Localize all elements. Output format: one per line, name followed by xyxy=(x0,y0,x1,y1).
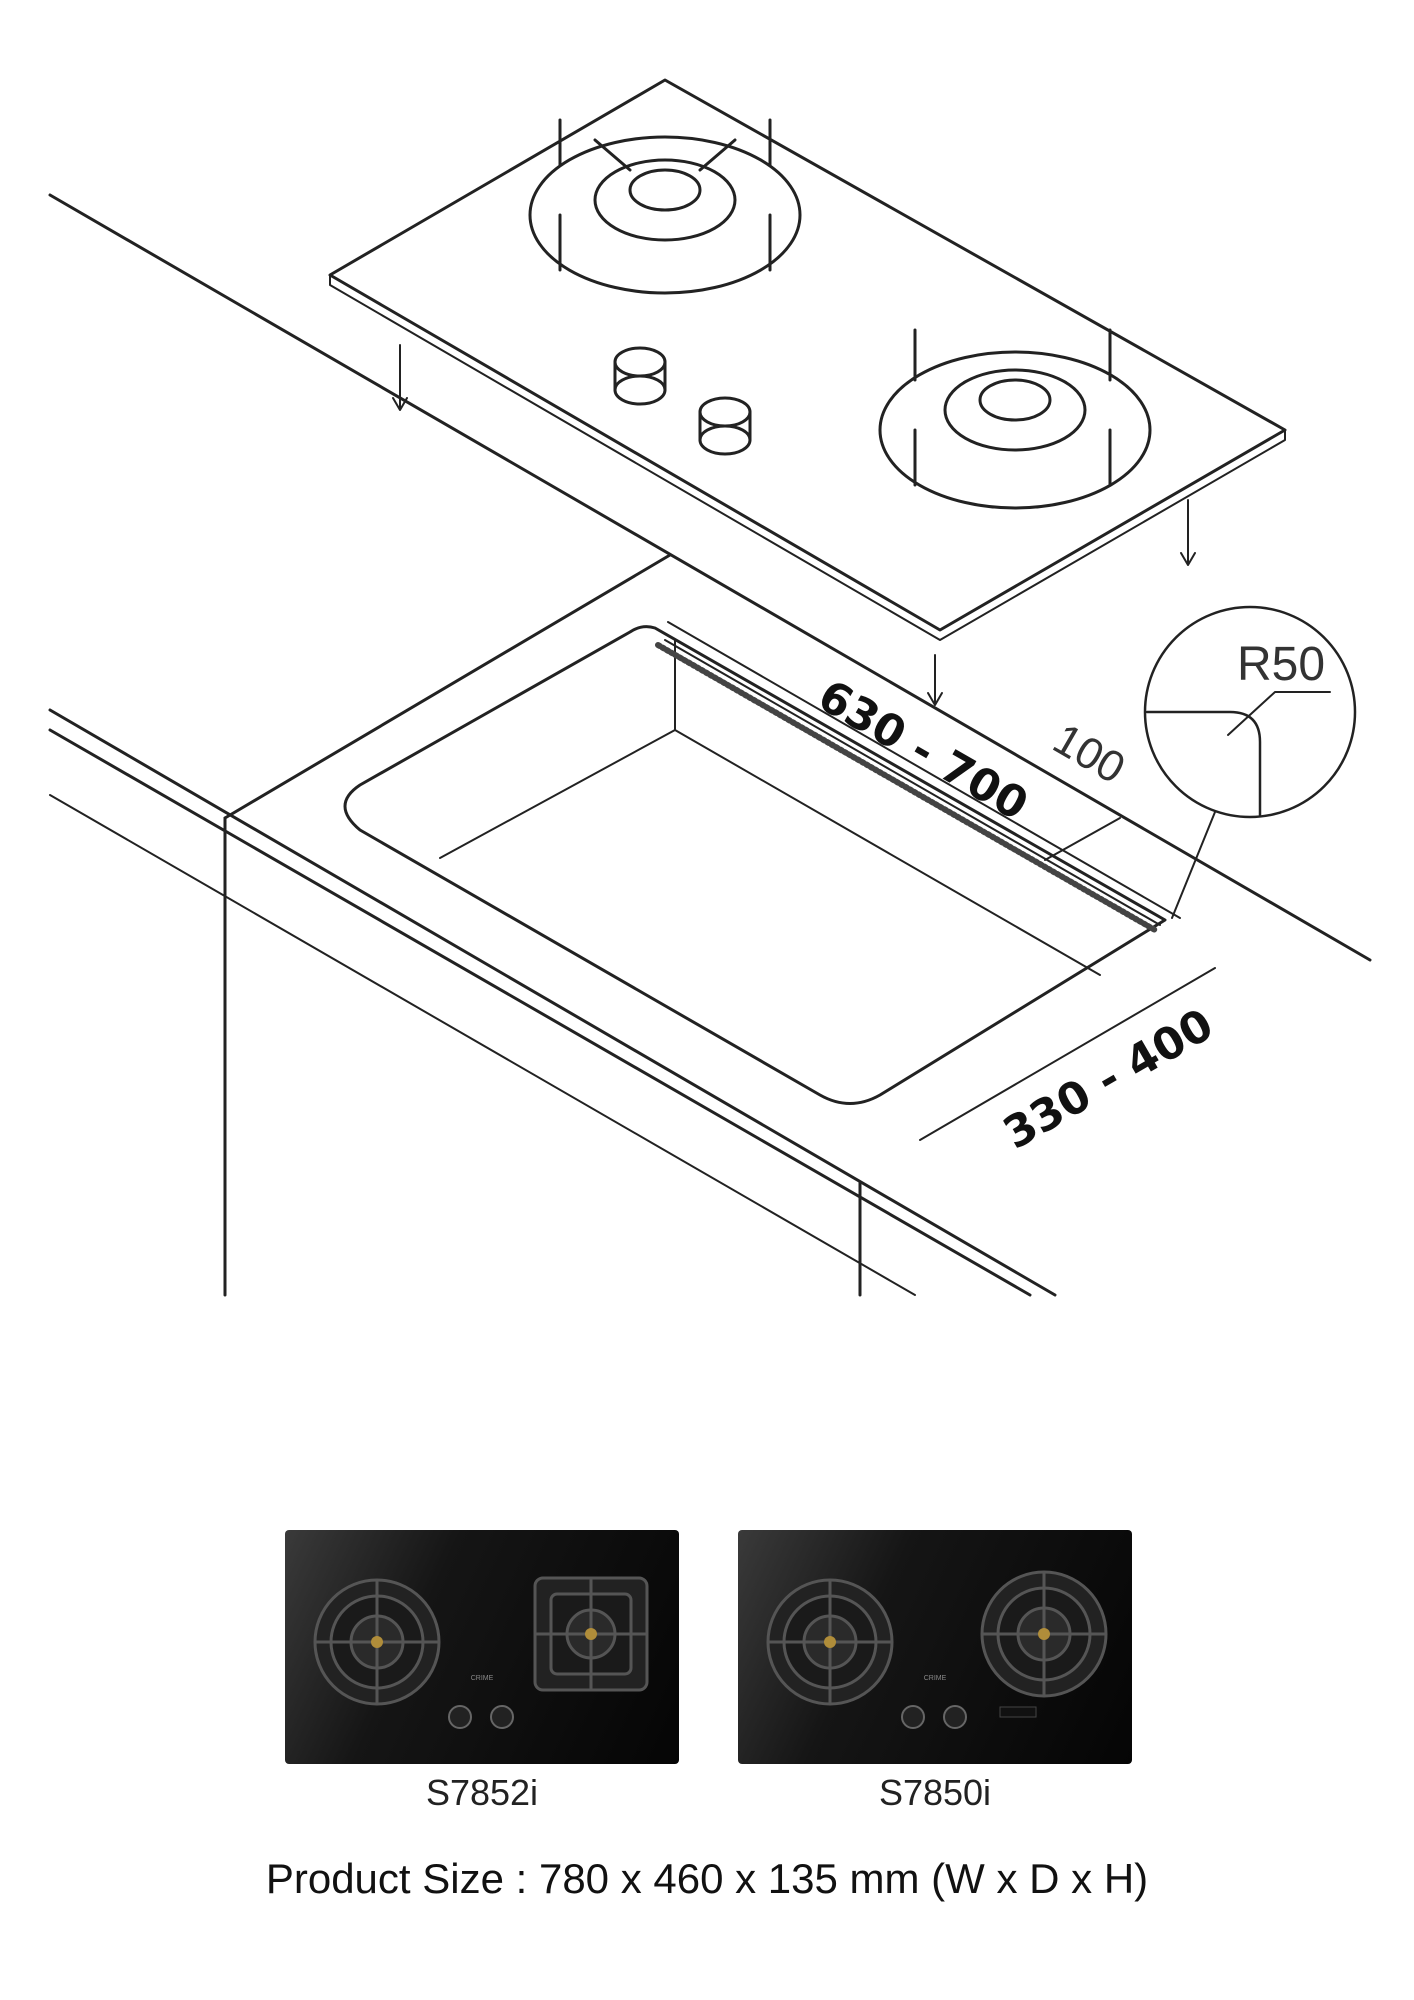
product-image-s7850i: CRIME xyxy=(738,1530,1132,1764)
cabinet-line xyxy=(49,794,916,1296)
dimension-line-offset xyxy=(1044,817,1121,861)
installation-diagram: 630 - 700 330 - 400 100 R50 xyxy=(48,78,1372,1297)
cutout-inner xyxy=(439,639,1161,976)
model-name-s7852i: S7852i xyxy=(425,1772,539,1813)
arrow-down-right xyxy=(1180,499,1196,566)
control-knob-left xyxy=(901,1705,925,1729)
model-name-s7850i: S7850i xyxy=(878,1772,992,1813)
product-size-caption: Product Size : 780 x 460 x 135 mm (W x D… xyxy=(265,1855,1149,1902)
detail-circle xyxy=(1143,605,1357,819)
dimension-line-length xyxy=(667,621,1181,919)
detail-corner xyxy=(1145,710,1262,817)
countertop-front-edge xyxy=(48,708,1057,1297)
radius-label: R50 xyxy=(1237,638,1325,691)
burner-right xyxy=(878,328,1152,510)
cutout-outer xyxy=(343,625,1167,1105)
hob-glass-top xyxy=(328,78,1287,632)
control-knob-right xyxy=(490,1705,514,1729)
hob-glass-edge xyxy=(329,274,1286,641)
knob-left xyxy=(613,346,667,406)
control-knob-left xyxy=(448,1705,472,1729)
control-knob-right xyxy=(943,1705,967,1729)
arrow-down-left xyxy=(392,344,408,411)
brand-mark: CRIME xyxy=(471,1675,494,1682)
dimension-offset-label: 100 xyxy=(1045,714,1133,793)
countertop-front-edge-lower xyxy=(48,728,1032,1297)
cutout-hatch xyxy=(655,642,1158,933)
timer-display xyxy=(999,1706,1037,1718)
product-image-s7852i: CRIME xyxy=(285,1530,679,1764)
dimension-width-label: 330 - 400 xyxy=(995,999,1222,1159)
countertop-back-edge xyxy=(48,193,1372,962)
brand-mark: CRIME xyxy=(924,1675,947,1682)
arrow-down-center xyxy=(927,654,943,706)
burner-left xyxy=(528,118,802,295)
dimension-line-width xyxy=(919,967,1216,1141)
countertop-side-edge xyxy=(223,553,672,820)
detail-leader xyxy=(1171,691,1331,919)
knob-right xyxy=(698,396,752,456)
